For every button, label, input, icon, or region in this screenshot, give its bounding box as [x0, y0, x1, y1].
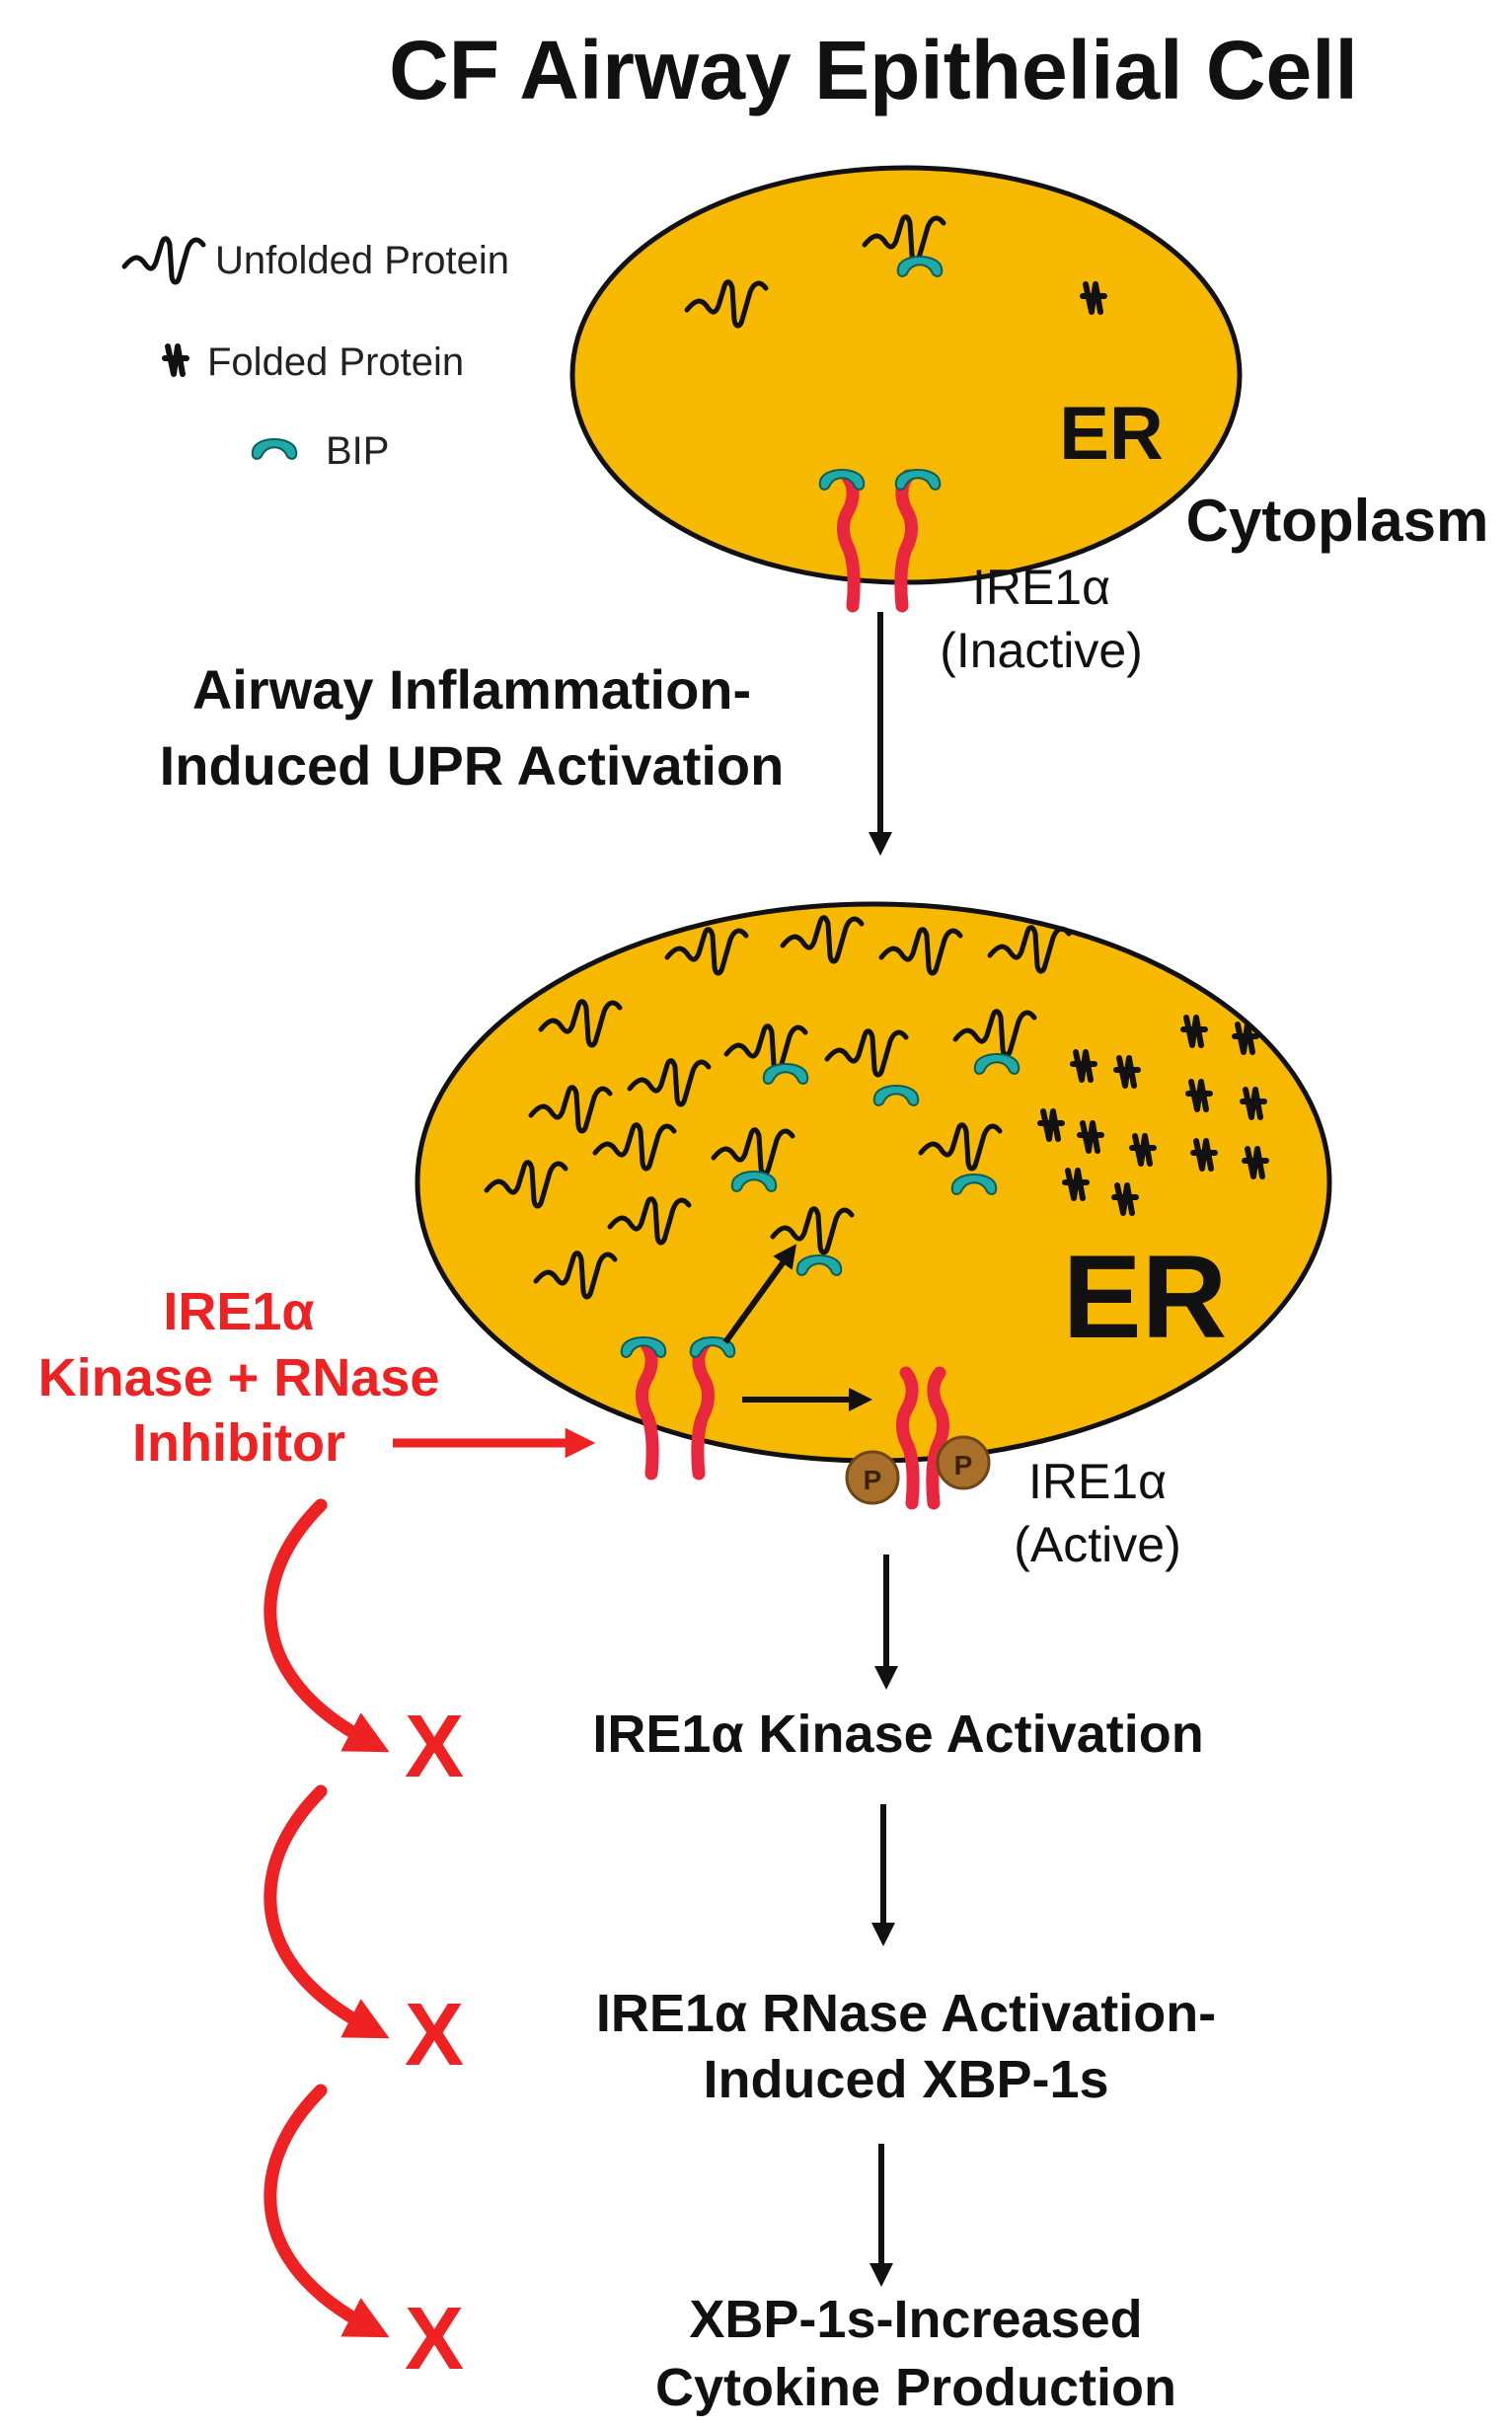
- bip-release-arrow: [722, 1244, 797, 1344]
- step-rnase-activation-line2: Induced XBP-1s: [703, 2050, 1108, 2109]
- legend-unfolded-label: Unfolded Protein: [215, 239, 509, 282]
- phospho-group: [936, 1435, 991, 1490]
- step-cytokine-line1: XBP-1s-Increased: [689, 2290, 1142, 2349]
- legend-bip-label: BIP: [326, 429, 389, 473]
- er-bottom-label: ER: [1063, 1231, 1228, 1363]
- ire1-active-dimer: P P: [845, 1373, 991, 1505]
- legend-folded-protein-icon: [165, 346, 187, 374]
- ire1-inactive-state: (Inactive): [940, 623, 1143, 678]
- er-top-label: ER: [1059, 392, 1164, 476]
- block-mark: X: [405, 1986, 464, 2085]
- activation-label-line1: Airway Inflammation-: [192, 658, 751, 721]
- er-bottom-membrane: [415, 901, 1332, 1464]
- inhibition-curve: [264, 2084, 390, 2338]
- inhibitor-label-line2: Kinase + RNase: [38, 1348, 440, 1407]
- phospho-label: P: [864, 1465, 882, 1495]
- er-top: ER: [569, 165, 1243, 606]
- ire1-active-name: IRE1α: [1028, 1454, 1167, 1509]
- page-title: CF Airway Epithelial Cell: [389, 24, 1358, 116]
- legend-unfolded-protein-icon: [124, 239, 203, 282]
- step-rnase-activation-line1: IRE1α RNase Activation-: [596, 1984, 1216, 2043]
- phospho-label: P: [954, 1450, 973, 1480]
- cytoplasm-label: Cytoplasm: [1186, 488, 1489, 554]
- step-cytokine-line2: Cytokine Production: [655, 2358, 1176, 2417]
- activation-label-line2: Induced UPR Activation: [160, 734, 785, 797]
- legend-folded-label: Folded Protein: [207, 341, 464, 384]
- inhibition-curve: [264, 1498, 390, 1753]
- inhibitor-label-line3: Inhibitor: [132, 1413, 345, 1473]
- inhibitor-label-line1: IRE1α: [163, 1282, 314, 1341]
- legend: Unfolded Protein Folded Protein BIP: [124, 239, 509, 473]
- ire1-inactive-name: IRE1α: [972, 560, 1110, 615]
- block-mark: X: [405, 1698, 464, 1796]
- inhibition-curve: [264, 1784, 390, 2039]
- ire1-active-state: (Active): [1014, 1517, 1180, 1572]
- er-bottom: ER P P: [415, 901, 1332, 1505]
- phospho-group: [845, 1450, 900, 1505]
- step-kinase-activation: IRE1α Kinase Activation: [592, 1705, 1203, 1764]
- block-mark: X: [405, 2290, 464, 2389]
- legend-bip-icon: [251, 438, 298, 460]
